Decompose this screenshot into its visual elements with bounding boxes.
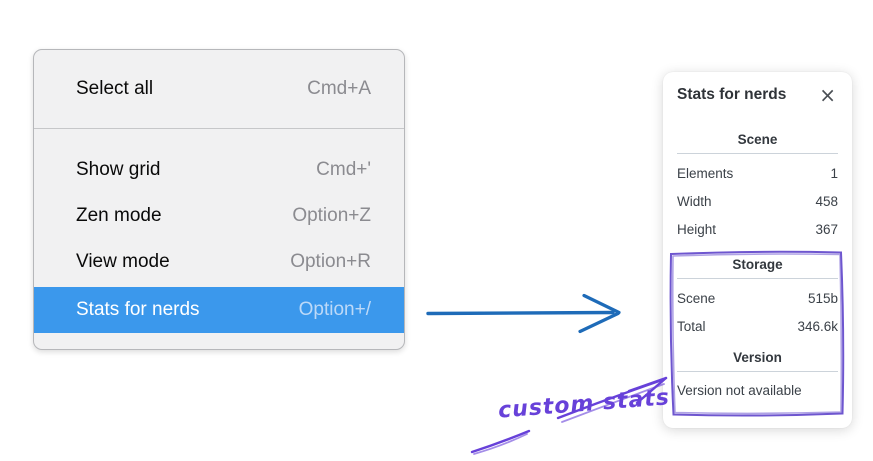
stat-value: 367 [815,222,838,237]
stat-row-scene-size: Scene 515b [677,289,838,308]
annotation-custom-stats: custom stats [497,385,671,424]
stat-label: Width [677,194,712,209]
stat-value: 515b [807,291,838,306]
stat-row-elements: Elements 1 [677,164,838,183]
scene-rows: Elements 1 Width 458 Height 367 [677,164,838,239]
menu-item-shortcut: Cmd+A [307,78,371,99]
menu-item-label: Zen mode [76,205,162,226]
stat-label: Height [677,222,717,237]
menu-item-shortcut: Option+R [290,251,371,272]
menu-item-zen-mode[interactable]: Zen mode Option+Z [34,193,404,239]
stat-value: 346.6k [797,319,838,334]
stats-panel: Stats for nerds × Scene Elements 1 Width… [663,72,852,428]
storage-rows: Scene 515b Total 346.6k [677,289,838,336]
menu-item-shortcut: Option+Z [292,205,371,226]
menu-item-show-grid[interactable]: Show grid Cmd+' [34,147,404,193]
stat-value: 1 [830,166,838,181]
menu-item-shortcut: Cmd+' [316,159,371,180]
stats-panel-titlebar: Stats for nerds × [677,85,838,105]
section-header-version: Version [733,350,782,365]
menu-item-label: View mode [76,251,170,272]
menu-item-label: Show grid [76,159,161,180]
stat-row-height: Height 367 [677,220,838,239]
section-divider [677,278,838,279]
close-icon[interactable]: × [819,83,836,107]
stats-panel-title: Stats for nerds [677,86,787,103]
section-header-scene: Scene [737,132,778,147]
menu-spacer [34,129,404,147]
stat-label: Elements [677,166,734,181]
menu-item-label: Select all [76,78,154,99]
context-menu: Select all Cmd+A Show grid Cmd+' Zen mod… [33,49,405,350]
version-note: Version not available [677,383,802,398]
stat-label: Total [677,319,706,334]
menu-item-label: Stats for nerds [76,299,200,320]
purple-annotation-arrow [470,376,668,455]
section-divider [677,153,838,154]
menu-item-select-all[interactable]: Select all Cmd+A [34,50,404,128]
section-divider [677,371,838,372]
stat-row-width: Width 458 [677,192,838,211]
blue-arrow [426,293,621,334]
stat-label: Scene [677,291,716,306]
menu-item-stats-for-nerds[interactable]: Stats for nerds Option+/ [34,287,404,333]
section-header-storage: Storage [732,257,783,272]
stat-value: 458 [815,194,838,209]
menu-divider [34,128,404,129]
stat-row-total-size: Total 346.6k [677,317,838,336]
menu-item-shortcut: Option+/ [298,299,371,320]
menu-item-view-mode[interactable]: View mode Option+R [34,239,404,285]
